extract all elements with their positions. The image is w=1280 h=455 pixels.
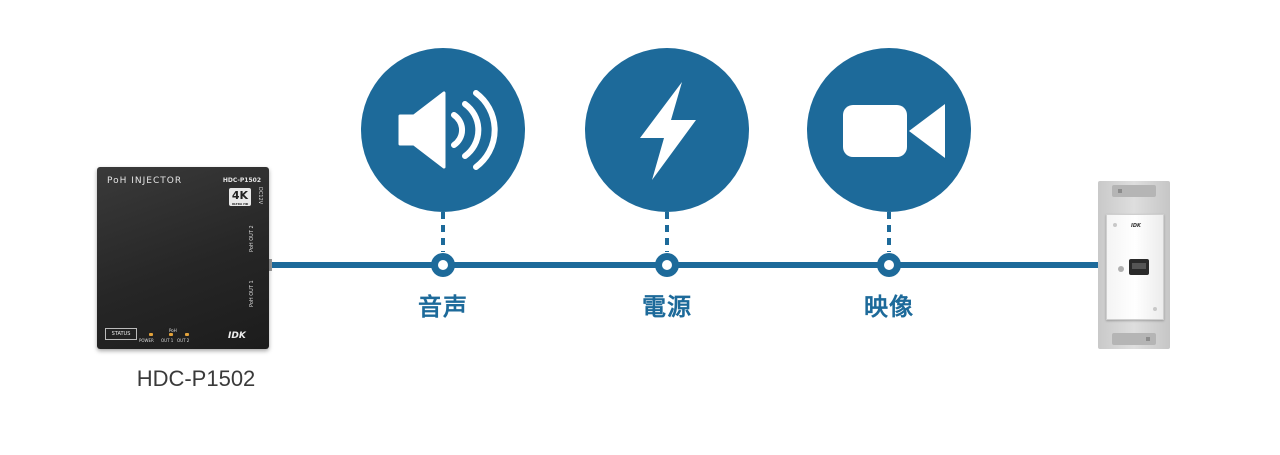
hdmi-port-icon (1113, 223, 1157, 311)
video-camera-icon (843, 104, 945, 158)
signal-dot-inner (438, 260, 448, 270)
signal-node-video (807, 48, 971, 277)
lightning-icon (640, 82, 696, 180)
label-audio: 音声 (418, 293, 468, 321)
status-label: STATUS (105, 328, 137, 340)
led-out2-label: OUT 2 (177, 338, 190, 343)
led-out1 (169, 333, 173, 336)
badge-4k: 4K ULTRA HD (229, 188, 251, 206)
led-out2 (185, 333, 189, 336)
led-power (149, 333, 153, 336)
device-panel-model: HDC-P1502 (222, 177, 261, 184)
signal-dot-inner (662, 260, 672, 270)
poh-injector-device: PoH INJECTOR HDC-P1502 4K ULTRA HD DC12V… (97, 167, 269, 349)
label-power: 電源 (642, 293, 692, 321)
device-panel-title: PoH INJECTOR (107, 176, 183, 186)
badge-4k-sub: ULTRA HD (231, 202, 249, 206)
label-video: 映像 (864, 293, 914, 321)
signal-dot-inner (884, 260, 894, 270)
wall-plate-receiver: IDK (1098, 181, 1170, 349)
speaker-icon (398, 90, 498, 170)
plate-face: IDK (1106, 214, 1164, 320)
device-caption: HDC-P1502 (136, 366, 256, 391)
led-group-label: PoH (169, 328, 177, 333)
led-out1-label: OUT 1 (161, 338, 174, 343)
port-1-label: PoH OUT 1 (249, 280, 255, 307)
dc-label: DC12V (257, 187, 263, 205)
plate-brand-logo: IDK (1131, 223, 1141, 229)
signal-node-power (585, 48, 749, 277)
port-2-label: PoH OUT 2 (249, 225, 255, 252)
led-power-label: POWER (139, 338, 154, 343)
plate-frame (1112, 185, 1156, 345)
signal-node-audio (361, 48, 525, 277)
device-brand-logo: IDK (228, 331, 246, 341)
badge-4k-text: 4K (231, 189, 249, 202)
